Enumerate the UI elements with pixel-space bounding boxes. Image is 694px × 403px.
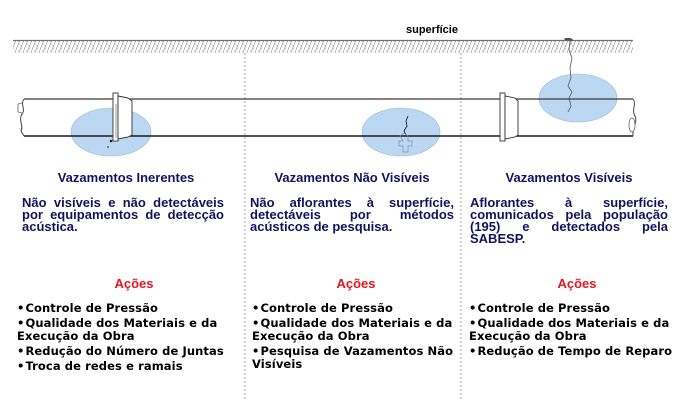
ground-surface: [13, 39, 633, 53]
surface-label: superfície: [406, 24, 458, 36]
column-dividers: [244, 53, 462, 400]
column-description: Não aflorantes à superfície, detectáveis…: [250, 195, 454, 234]
actions-heading: Ações: [336, 276, 376, 291]
column-description: Aflorantes à superfície, comunicados pel…: [470, 195, 668, 246]
action-item: •Controle de Pressão: [252, 301, 393, 315]
surface-crack-icon: [564, 37, 573, 113]
action-item: •Qualidade dos Materiais e da Execução d…: [252, 316, 453, 343]
action-item: •Redução de Tempo de Reparo: [469, 344, 673, 358]
column-title: Vazamentos Visíveis: [505, 170, 633, 185]
action-item: •Controle de Pressão: [469, 301, 610, 315]
column-non-visible-leaks: Vazamentos Não Visíveis Não aflorantes à…: [250, 170, 454, 233]
column-title: Vazamentos Inerentes: [57, 170, 195, 185]
action-item: •Controle de Pressão: [17, 301, 158, 315]
column-title: Vazamentos Não Visíveis: [274, 170, 430, 185]
column-inherent-leaks: Vazamentos Inerentes Não visíveis e não …: [22, 170, 224, 233]
leak-zones: [70, 73, 618, 157]
action-item: •Troca de redes e ramais: [17, 359, 183, 373]
pipe-joint-left: [107, 92, 133, 148]
column-description: Não visíveis e não detectáveis por equip…: [22, 195, 224, 234]
action-item: •Qualidade dos Materiais e da Execução d…: [469, 316, 670, 343]
actions-list: •Controle de Pressão •Qualidade dos Mate…: [469, 302, 693, 360]
action-item: •Qualidade dos Materiais e da Execução d…: [17, 316, 218, 343]
actions-heading: Ações: [114, 276, 154, 291]
actions-list: •Controle de Pressão •Qualidade dos Mate…: [252, 302, 462, 373]
crack-icon: [398, 115, 413, 153]
action-item: •Pesquisa de Vazamentos Não Visíveis: [252, 344, 454, 371]
column-visible-leaks: Vazamentos Visíveis Aflorantes à superfí…: [470, 170, 668, 245]
actions-list: •Controle de Pressão •Qualidade dos Mate…: [17, 302, 239, 375]
actions-heading: Ações: [557, 276, 597, 291]
pipe-joint-right: [499, 92, 519, 142]
action-item: •Redução do Número de Juntas: [17, 344, 224, 358]
